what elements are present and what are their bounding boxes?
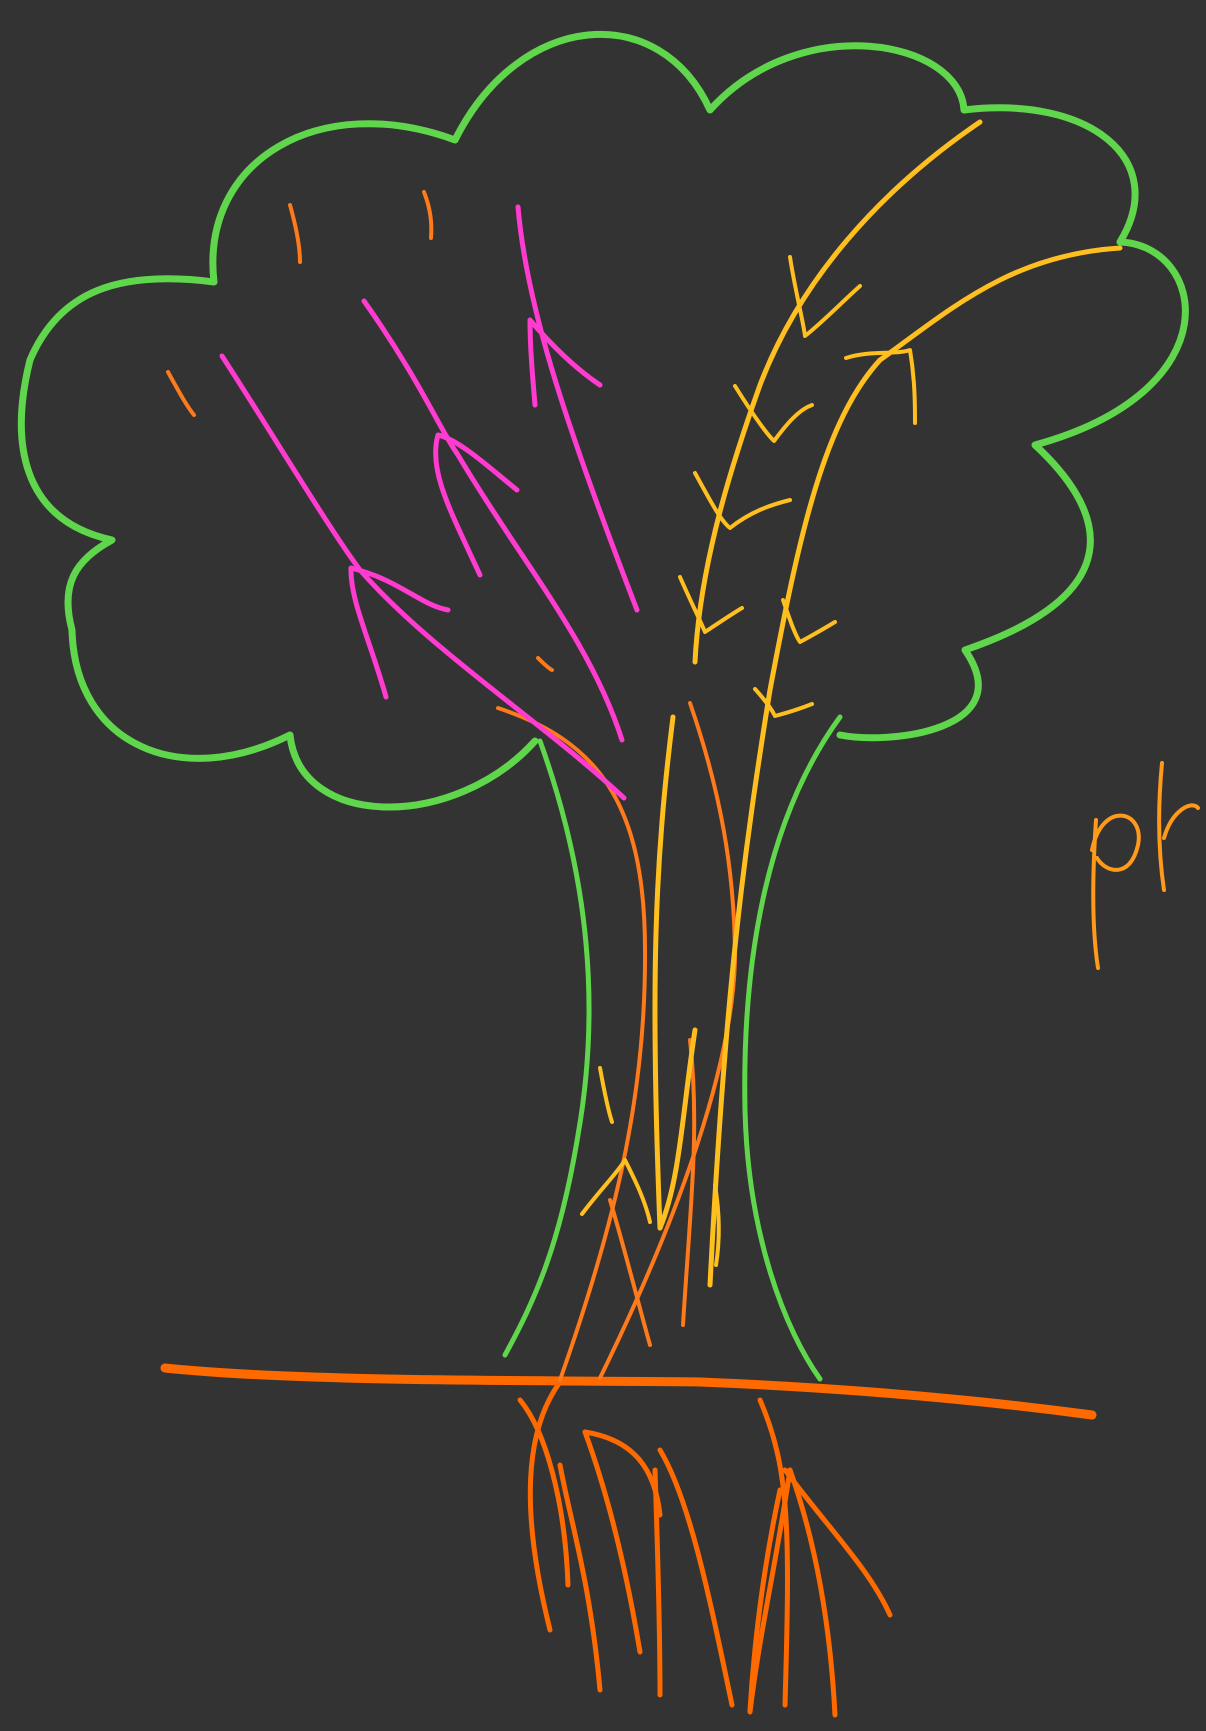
page: { "image": { "background": "#333333" }, … — [0, 0, 1206, 1731]
dark-background — [0, 0, 1206, 1731]
tree-transport-diagram: Ph — [0, 0, 1206, 1731]
